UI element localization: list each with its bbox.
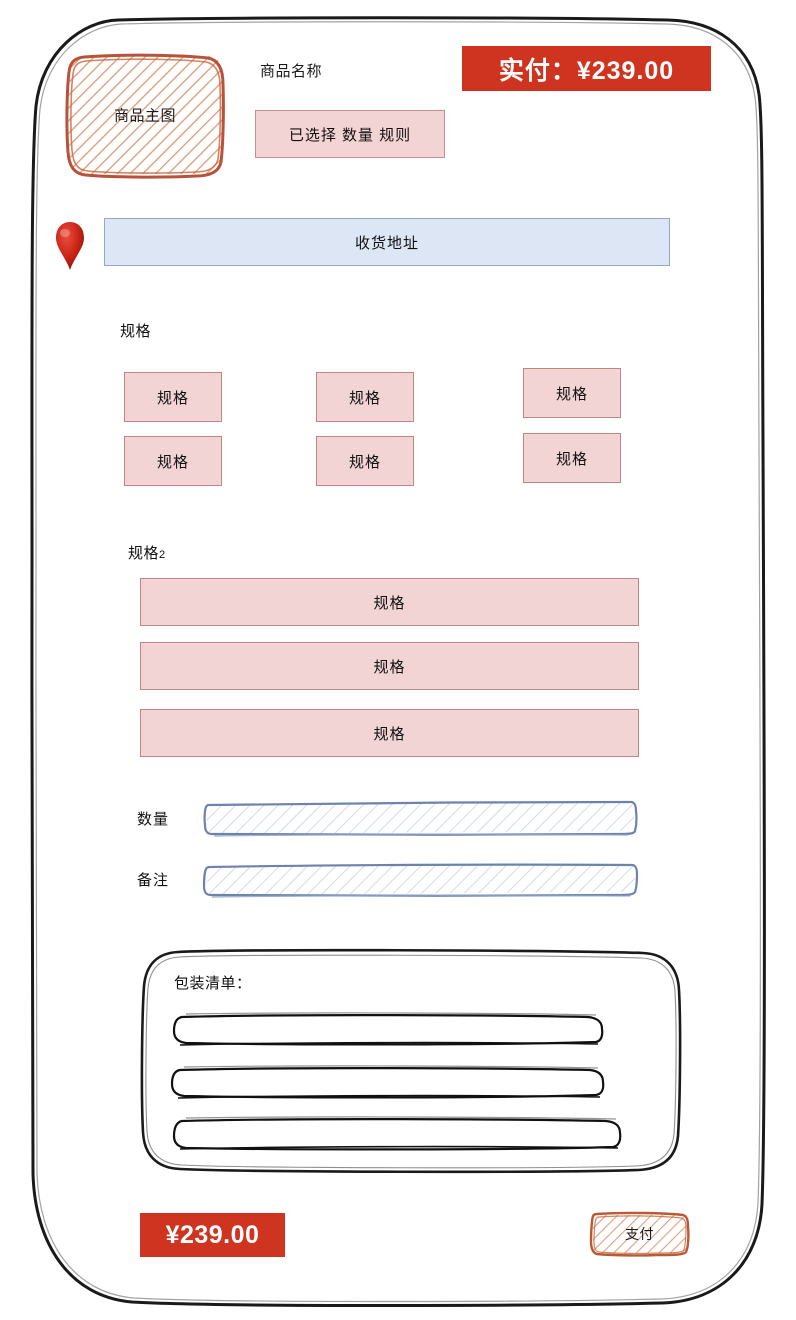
paid-amount-badge: 实付：¥239.00	[462, 46, 711, 91]
total-price-text: ¥239.00	[165, 1220, 260, 1249]
packing-list-row[interactable]	[168, 1116, 628, 1152]
packing-list-card: 包装清单：	[138, 946, 684, 1174]
pay-button-label: 支付	[625, 1226, 654, 1242]
spec-chip[interactable]: 规格	[316, 436, 414, 486]
pay-button[interactable]: 支付	[588, 1210, 691, 1258]
total-price-badge: ¥239.00	[140, 1213, 285, 1257]
packing-list-row[interactable]	[168, 1012, 608, 1048]
product-image-label: 商品主图	[113, 107, 176, 125]
map-pin-icon	[50, 220, 90, 272]
quantity-label: 数量	[137, 811, 170, 828]
phone-frame	[22, 14, 774, 1310]
spec-group-2-title-suffix: 2	[159, 549, 166, 561]
remark-input[interactable]	[200, 860, 640, 900]
selected-summary-chip[interactable]: 已选择 数量 规则	[255, 110, 445, 158]
packing-list-row[interactable]	[168, 1064, 608, 1100]
spec-chip[interactable]: 规格	[124, 372, 222, 422]
spec-group-2-title-text: 规格	[128, 545, 160, 562]
remark-label: 备注	[137, 872, 170, 889]
paid-amount-text: 实付：¥239.00	[498, 56, 675, 85]
packing-list-title: 包装清单：	[174, 975, 252, 992]
spec-bar[interactable]: 规格	[140, 578, 639, 626]
spec-chip[interactable]: 规格	[523, 368, 621, 418]
spec-bar[interactable]: 规格	[140, 642, 639, 690]
shipping-address-field[interactable]: 收货地址	[104, 218, 670, 266]
spec-group-2-title: 规格2	[128, 542, 166, 563]
product-name: 商品名称	[260, 63, 323, 80]
spec-bar[interactable]: 规格	[140, 709, 639, 757]
spec-group-1-title: 规格	[120, 323, 152, 340]
spec-chip[interactable]: 规格	[124, 436, 222, 486]
spec-chip[interactable]: 规格	[523, 433, 621, 483]
quantity-input[interactable]	[200, 798, 640, 838]
spec-chip[interactable]: 规格	[316, 372, 414, 422]
product-main-image[interactable]: 商品主图	[62, 50, 228, 180]
